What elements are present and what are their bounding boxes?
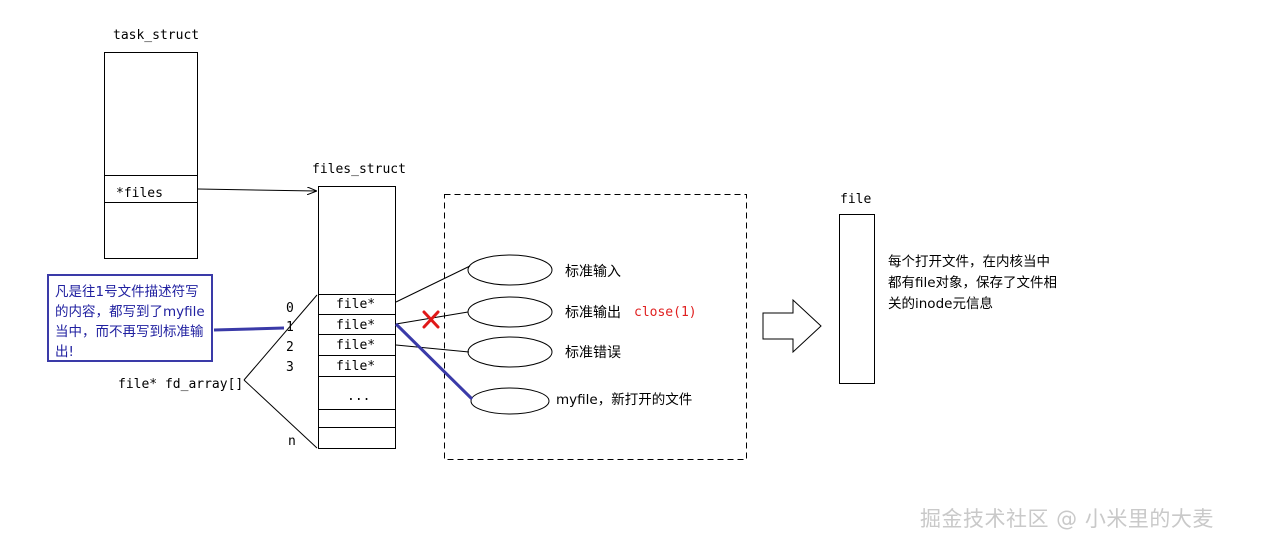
files-pointer-arrow — [197, 189, 316, 191]
fd-index-0: 0 — [286, 301, 294, 316]
task-struct-title: task_struct — [113, 28, 199, 43]
fd-index-n: n — [288, 434, 296, 449]
myfile-ellipse — [470, 387, 550, 415]
fd0-link — [395, 265, 471, 303]
fd-index-3: 3 — [286, 360, 294, 375]
fd-array-bracket — [243, 294, 318, 449]
fd-slot-2: file* — [336, 338, 375, 353]
stderr-file-ellipse — [467, 336, 553, 368]
task-struct-box — [104, 52, 198, 259]
fd-slot-0: file* — [336, 297, 375, 312]
fd-slot-ellipsis: ... — [347, 389, 370, 404]
files-pointer-field: *files — [116, 186, 163, 201]
cross-mark-icon — [422, 310, 440, 329]
files-struct-title: files_struct — [312, 162, 406, 177]
file-object-title: file — [840, 192, 871, 207]
stdout-file-ellipse — [467, 296, 553, 328]
files-struct-box — [318, 186, 396, 449]
file-object-description: 每个打开文件，在内核当中都有file对象，保存了文件相关的inode元信息 — [888, 254, 1058, 312]
fd-index-1: 1 — [286, 320, 294, 335]
note-connector — [213, 326, 285, 332]
fd-index-2: 2 — [286, 340, 294, 355]
fd-slot-3: file* — [336, 359, 375, 374]
fd2-link — [395, 344, 470, 353]
stdin-label: 标准输入 — [565, 264, 621, 280]
stdin-file-ellipse — [467, 254, 553, 286]
redirect-note: 凡是往1号文件描述符写的内容，都写到了myfile当中，而不再写到标准输出! — [47, 274, 213, 362]
fd-array-label: file* fd_array[] — [118, 377, 243, 392]
hollow-arrow-icon — [762, 298, 822, 354]
watermark: 掘金技术社区 @ 小米里的大麦 — [920, 507, 1214, 531]
stdout-label: 标准输出 — [565, 305, 621, 321]
stderr-label: 标准错误 — [565, 345, 621, 361]
open-files-region — [444, 194, 747, 460]
fd-slot-1: file* — [336, 318, 375, 333]
close-call-label: close(1) — [634, 305, 697, 320]
fd1-redirect-link — [394, 322, 474, 401]
myfile-label: myfile，新打开的文件 — [556, 391, 692, 408]
file-object-box — [839, 214, 875, 384]
